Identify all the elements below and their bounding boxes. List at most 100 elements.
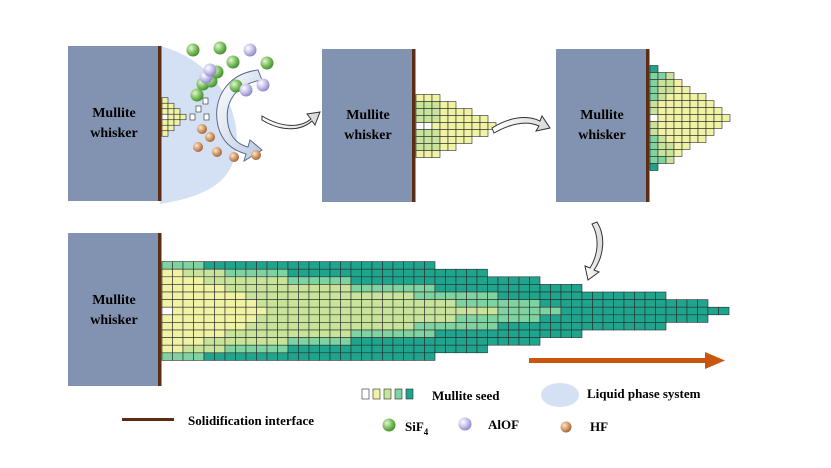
seed-cell: [172, 268, 184, 278]
seed-cell: [287, 344, 299, 354]
seed-cell: [423, 136, 433, 144]
interface-line-3: [646, 49, 650, 202]
seed-cell: [455, 276, 467, 285]
seed-cell: [613, 306, 625, 316]
seed-cell: [203, 352, 215, 361]
alof-molecule: [243, 43, 257, 57]
seed-cell: [529, 284, 541, 293]
seed-cell: [623, 306, 635, 316]
seed-cell: [287, 284, 299, 293]
seed-cell: [471, 115, 481, 123]
seed-cell: [392, 306, 404, 316]
seed-cell: [161, 113, 169, 121]
hf-molecule: [197, 124, 207, 134]
seed-cell: [455, 115, 465, 123]
seed-cell: [665, 142, 675, 150]
seed-cell: [340, 344, 352, 354]
seed-cell: [340, 291, 352, 300]
seed-cell: [424, 352, 436, 361]
seed-cell: [466, 337, 478, 346]
seed-cell: [403, 284, 415, 293]
seed-cell: [689, 114, 699, 122]
seed-cell: [415, 94, 425, 102]
seed-cell: [287, 268, 299, 278]
seed-cell: [403, 352, 415, 361]
stage-arrow-3: [584, 221, 604, 281]
seed-cell: [463, 108, 473, 116]
seed-cell: [392, 268, 404, 278]
seed-cell: [266, 329, 278, 338]
whisker-label-line2: whisker: [90, 126, 137, 141]
seed-cell: [235, 291, 247, 300]
seed-cell: [697, 306, 709, 316]
seed-cell: [466, 276, 478, 285]
seed-cell: [287, 299, 299, 308]
seed-cell: [392, 329, 404, 338]
sif4-molecule: [190, 88, 204, 102]
seed-cell: [350, 284, 362, 293]
seed-cell: [277, 261, 289, 270]
seed-cell: [447, 115, 457, 123]
seed-cell: [423, 143, 433, 151]
seed-cell: [602, 322, 614, 331]
seed-cell: [329, 276, 341, 285]
seed-cell: [686, 299, 698, 308]
seed-cell: [415, 122, 425, 130]
seed-cell: [518, 276, 530, 285]
whisker-label-line1: Mullite: [92, 293, 136, 308]
seed-cell: [649, 114, 659, 122]
whisker-label-line2: whisker: [90, 313, 137, 328]
seed-cell: [657, 114, 667, 122]
seed-cell: [203, 337, 215, 346]
seed-cell: [361, 337, 373, 346]
whisker-label-line2: whisker: [344, 128, 391, 143]
seed-cell: [319, 329, 331, 338]
seed-cell: [319, 337, 331, 346]
seed-cell: [172, 306, 184, 316]
seed-cell: [602, 306, 614, 316]
seed-cell: [340, 352, 352, 361]
whisker-label-2: Mullite whisker: [344, 108, 391, 143]
seed-cell: [424, 291, 436, 300]
seed-cell: [518, 314, 530, 323]
seed-cell: [371, 291, 383, 300]
seed-cell: [340, 299, 352, 308]
seed-cell: [649, 142, 659, 150]
seed-cell: [287, 291, 299, 300]
seed-cell: [224, 306, 236, 316]
seed-cell: [403, 268, 415, 278]
seed-cell: [439, 108, 449, 116]
seed-cell: [431, 150, 441, 158]
legend-sif4-label: SiF4: [405, 419, 429, 437]
legend-mullite-seed-label: Mullite seed: [432, 388, 500, 403]
seed-cell: [497, 306, 509, 316]
seed-cell: [689, 128, 699, 136]
seed-cell: [413, 299, 425, 308]
seed-cell: [350, 291, 362, 300]
seed-cell: [634, 314, 646, 323]
seed-cell: [308, 284, 320, 293]
seed-cell: [476, 337, 488, 346]
seed-cell: [431, 115, 441, 123]
whisker-block-2: [322, 49, 414, 202]
seed-cell: [371, 337, 383, 346]
seed-grid-stage-2: [415, 94, 497, 158]
seed-cell: [476, 314, 488, 323]
seed-cell: [266, 306, 278, 316]
seed-cell: [340, 306, 352, 316]
seed-cell: [657, 79, 667, 87]
seed-cell: [287, 261, 299, 270]
seed-cell: [476, 268, 488, 278]
seed-cell: [487, 284, 499, 293]
seed-cell: [329, 291, 341, 300]
seed-cell: [439, 143, 449, 151]
seed-cell: [455, 268, 467, 278]
seed-cell: [256, 322, 268, 331]
seed-cell: [550, 284, 562, 293]
seed-cell: [298, 337, 310, 346]
seed-cell: [424, 314, 436, 323]
seed-cell: [571, 299, 583, 308]
seed-cell: [673, 107, 683, 115]
hf-molecule: [229, 152, 239, 162]
seed-cell: [455, 122, 465, 130]
